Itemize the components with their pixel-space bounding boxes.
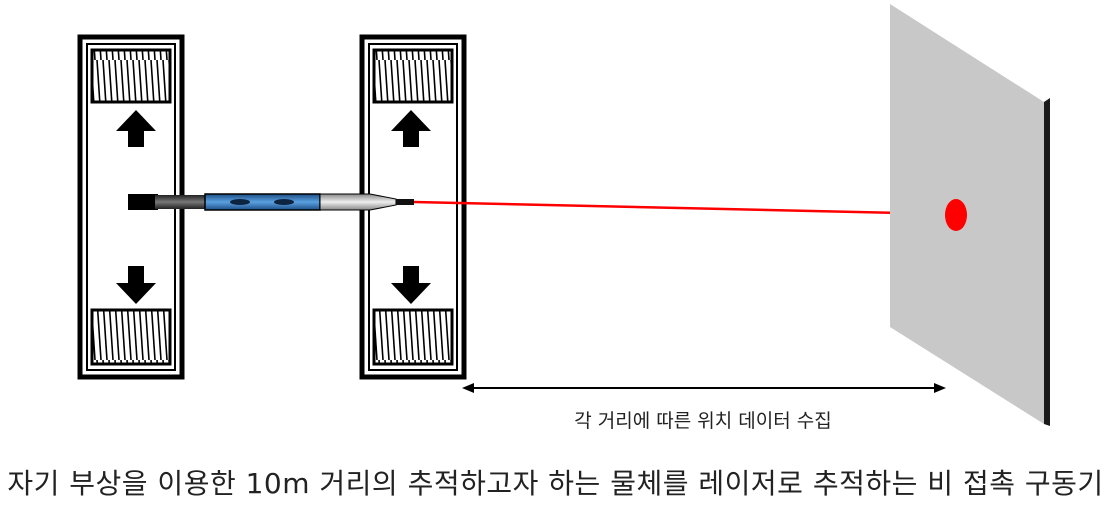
laser-pointer-icon: [128, 193, 414, 211]
figure-caption: 자기 부상을 이용한 10m 거리의 추적하고자 하는 물체를 레이저로 추적하…: [7, 467, 1104, 500]
laser-beam: [413, 200, 947, 216]
distance-arrow: [462, 383, 946, 393]
arrow-down-icon: [391, 266, 431, 304]
arrow-up-icon: [116, 110, 156, 147]
coil-icon: [372, 308, 454, 366]
target-dot: [945, 199, 967, 231]
coil-icon: [90, 308, 172, 366]
arrow-up-icon: [391, 110, 431, 147]
arrow-down-icon: [116, 266, 156, 304]
target-screen: [890, 4, 1050, 426]
coil-icon: [90, 48, 172, 104]
distance-label: 각 거리에 따른 위치 데이터 수집: [574, 410, 832, 432]
coil-icon: [372, 48, 454, 104]
